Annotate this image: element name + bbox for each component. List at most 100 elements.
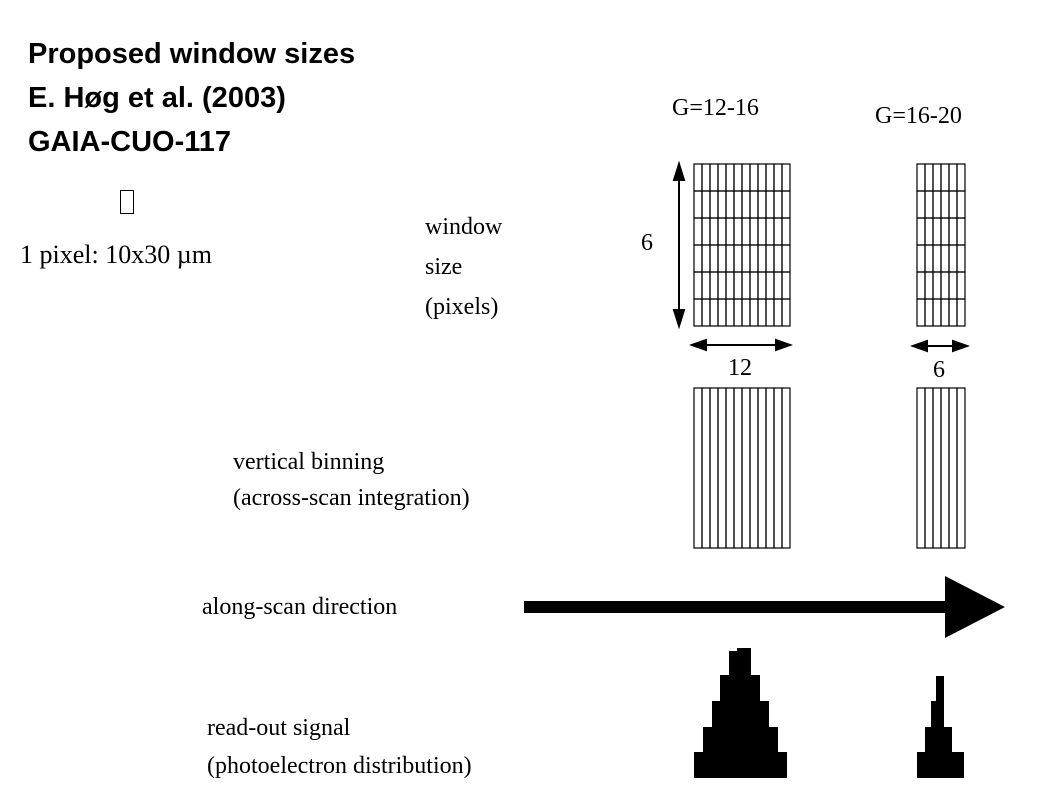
pixel-cell <box>733 217 743 246</box>
binned-column <box>733 387 743 549</box>
pixel-cell <box>741 298 751 327</box>
pixel-cell <box>916 271 926 300</box>
pixel-cell <box>701 163 711 192</box>
pixel-cell <box>932 163 942 192</box>
direction-label: along-scan direction <box>202 594 398 620</box>
pixel-cell <box>956 217 966 246</box>
binned-column <box>741 387 751 549</box>
width-dimension-label-6: 6 <box>933 357 945 383</box>
width-dimension-arrow-6 <box>910 339 970 353</box>
pixel-cell <box>709 163 719 192</box>
binned-columns-6 <box>916 387 966 549</box>
binned-column <box>916 387 926 549</box>
pixel-cell <box>956 190 966 219</box>
binned-columns-12 <box>693 387 791 549</box>
pixel-cell <box>757 217 767 246</box>
slide-title: Proposed window sizes E. Høg et al. (200… <box>28 32 355 164</box>
pixel-cell <box>733 163 743 192</box>
binning-label-line-2: (across-scan integration) <box>233 485 470 511</box>
pixel-cell <box>932 271 942 300</box>
pixel-cell <box>693 244 703 273</box>
pixel-cell <box>916 298 926 327</box>
pixel-cell <box>940 244 950 273</box>
pixel-size-note: 1 pixel: 10x30 µm <box>20 240 212 269</box>
binned-column <box>757 387 767 549</box>
pixel-cell <box>741 244 751 273</box>
pixel-cell <box>717 244 727 273</box>
pixel-cell <box>765 217 775 246</box>
pixel-cell <box>701 298 711 327</box>
pixel-cell <box>701 244 711 273</box>
window-label-line-2: size <box>425 254 463 280</box>
pixel-cell <box>773 190 783 219</box>
pixel-cell <box>932 244 942 273</box>
pixel-cell <box>765 271 775 300</box>
pixel-cell <box>741 190 751 219</box>
pixel-cell <box>709 271 719 300</box>
pixel-cell <box>932 217 942 246</box>
binning-label: vertical binning (across-scan integratio… <box>233 444 470 516</box>
pixel-cell <box>733 190 743 219</box>
pixel-cell <box>749 244 759 273</box>
pixel-cell <box>717 217 727 246</box>
pixel-cell <box>693 298 703 327</box>
pixel-cell <box>757 190 767 219</box>
pixel-cell <box>948 190 958 219</box>
column-label-g16-20: G=16-20 <box>875 103 962 129</box>
pixel-cell <box>733 244 743 273</box>
pixel-cell <box>733 298 743 327</box>
pixel-cell <box>741 271 751 300</box>
pixel-cell <box>948 271 958 300</box>
binning-label-line-1: vertical binning <box>233 449 385 475</box>
pixel-cell <box>956 163 966 192</box>
window-label-line-1: window <box>425 214 503 240</box>
pixel-cell <box>956 244 966 273</box>
binned-column <box>725 387 735 549</box>
binned-column <box>948 387 958 549</box>
window-label-line-3: (pixels) <box>425 294 499 320</box>
pixel-cell <box>717 271 727 300</box>
pixel-cell <box>757 163 767 192</box>
pixel-cell <box>948 217 958 246</box>
width-dimension-label-12: 12 <box>728 355 752 381</box>
height-dimension-arrow <box>672 160 686 330</box>
pixel-cell <box>709 244 719 273</box>
pixel-cell <box>741 163 751 192</box>
binned-column <box>932 387 942 549</box>
binned-column <box>773 387 783 549</box>
pixel-cell <box>749 163 759 192</box>
pixel-cell <box>932 190 942 219</box>
pixel-cell <box>924 244 934 273</box>
pixel-cell <box>749 271 759 300</box>
pixel-cell <box>781 163 791 192</box>
pixel-cell <box>749 298 759 327</box>
pixel-cell <box>725 163 735 192</box>
binned-column <box>749 387 759 549</box>
height-dimension-label: 6 <box>641 230 653 256</box>
pixel-cell <box>940 271 950 300</box>
pixel-cell <box>725 244 735 273</box>
pixel-cell <box>781 217 791 246</box>
pixel-cell <box>693 190 703 219</box>
pixel-cell <box>924 271 934 300</box>
pixel-cell <box>924 163 934 192</box>
pixel-cell <box>701 217 711 246</box>
pixel-cell <box>924 190 934 219</box>
pixel-cell <box>765 298 775 327</box>
pixel-cell <box>940 163 950 192</box>
pixel-cell <box>693 217 703 246</box>
pixel-cell <box>725 217 735 246</box>
pixel-cell <box>693 163 703 192</box>
signal-label-line-2: (photoelectron distribution) <box>207 753 472 779</box>
pixel-cell <box>725 271 735 300</box>
pixel-cell <box>709 190 719 219</box>
pixel-cell <box>773 163 783 192</box>
pixel-cell <box>725 190 735 219</box>
binned-column <box>940 387 950 549</box>
pixel-cell <box>948 298 958 327</box>
pixel-cell <box>717 298 727 327</box>
pixel-cell <box>765 190 775 219</box>
pixel-cell <box>940 190 950 219</box>
window-grid-6x6 <box>916 163 966 327</box>
pixel-cell <box>709 298 719 327</box>
